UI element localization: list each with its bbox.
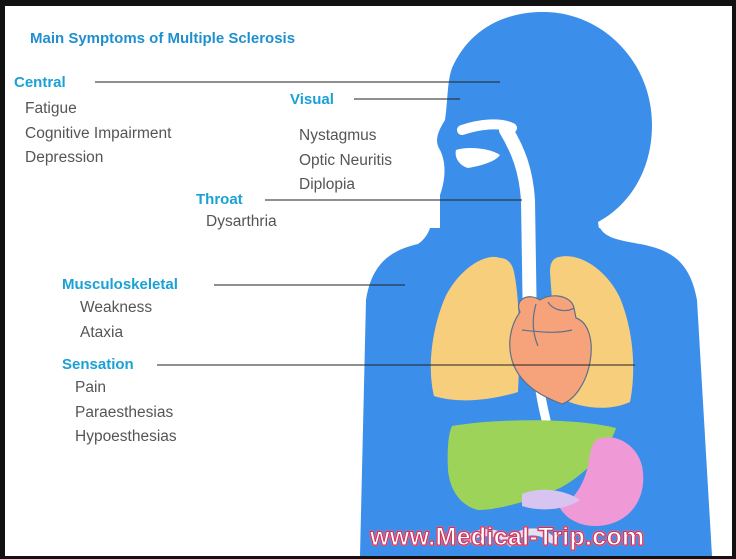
musculoskeletal-symptom-list: Weakness Ataxia	[80, 296, 152, 345]
central-symptom-list: Fatigue Cognitive Impairment Depression	[25, 97, 171, 171]
sensation-heading: Sensation	[62, 356, 134, 373]
visual-symptom: Optic Neuritis	[299, 149, 392, 174]
musculoskeletal-heading: Musculoskeletal	[62, 276, 178, 293]
central-symptom: Cognitive Impairment	[25, 122, 171, 147]
sensation-symptom: Hypoesthesias	[75, 425, 177, 450]
visual-heading: Visual	[290, 91, 334, 108]
throat-heading: Throat	[196, 191, 243, 208]
central-heading: Central	[14, 74, 66, 91]
musculoskeletal-symptom: Ataxia	[80, 321, 152, 346]
central-symptom: Depression	[25, 146, 171, 171]
sensation-symptom: Paraesthesias	[75, 401, 177, 426]
central-symptom: Fatigue	[25, 97, 171, 122]
throat-symptom: Dysarthria	[206, 210, 277, 235]
watermark-text: www.Medical-Trip.com	[370, 523, 645, 552]
visual-symptom-list: Nystagmus Optic Neuritis Diplopia	[299, 124, 392, 198]
musculoskeletal-symptom: Weakness	[80, 296, 152, 321]
throat-symptom-list: Dysarthria	[206, 210, 277, 235]
visual-symptom: Nystagmus	[299, 124, 392, 149]
sensation-symptom: Pain	[75, 376, 177, 401]
sensation-symptom-list: Pain Paraesthesias Hypoesthesias	[75, 376, 177, 450]
visual-symptom: Diplopia	[299, 173, 392, 198]
diagram-title: Main Symptoms of Multiple Sclerosis	[30, 30, 295, 47]
